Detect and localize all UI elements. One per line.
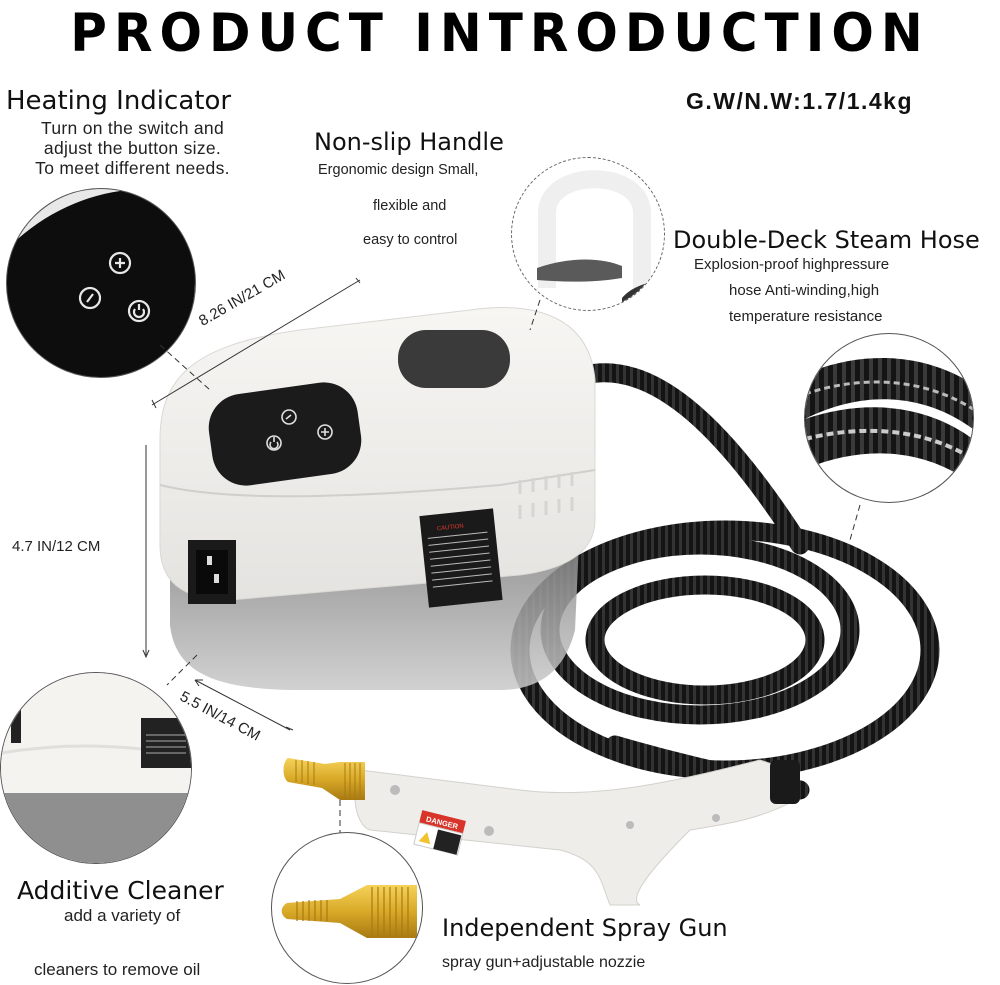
hose-closeup [804,333,974,503]
handle-desc-line-1: Ergonomic design Small, [318,162,479,178]
handle-desc-line-2: flexible and [373,198,447,214]
page-title: PRODUCT INTRODUCTION [70,2,930,64]
additive-cleaner-title: Additive Cleaner [17,876,224,905]
control-panel-closeup [6,188,196,378]
additive-cleaner-desc-line-1: add a variety of [64,906,181,925]
nozzle-closeup [271,832,423,984]
handle-desc-line-3: easy to control [363,232,458,248]
caution-label: CAUTION [437,524,464,533]
plus-icon [108,251,132,275]
tank-closeup [0,672,192,864]
steam-hose-title: Double-Deck Steam Hose [673,226,980,254]
weight-spec: G.W/N.W:1.7/1.4kg [686,88,914,114]
steam-hose-desc-line-2: hose Anti-winding,high [729,282,880,299]
steam-hose-desc-line-1: Explosion-proof highpressure [694,256,890,273]
handle-closeup [511,157,665,311]
spray-gun-title: Independent Spray Gun [442,914,728,942]
handle-title: Non-slip Handle [314,128,504,156]
steam-hose-desc-line-3: temperature resistance [729,308,883,325]
spray-gun-desc: spray gun+adjustable nozzie [442,954,646,971]
heating-indicator-desc: Turn on the switch and adjust the button… [35,118,230,178]
heating-indicator-title: Heating Indicator [6,86,232,116]
additive-cleaner-desc-line-2: cleaners to remove oil [34,960,201,979]
dimension-height: 4.7 IN/12 CM [12,538,101,555]
